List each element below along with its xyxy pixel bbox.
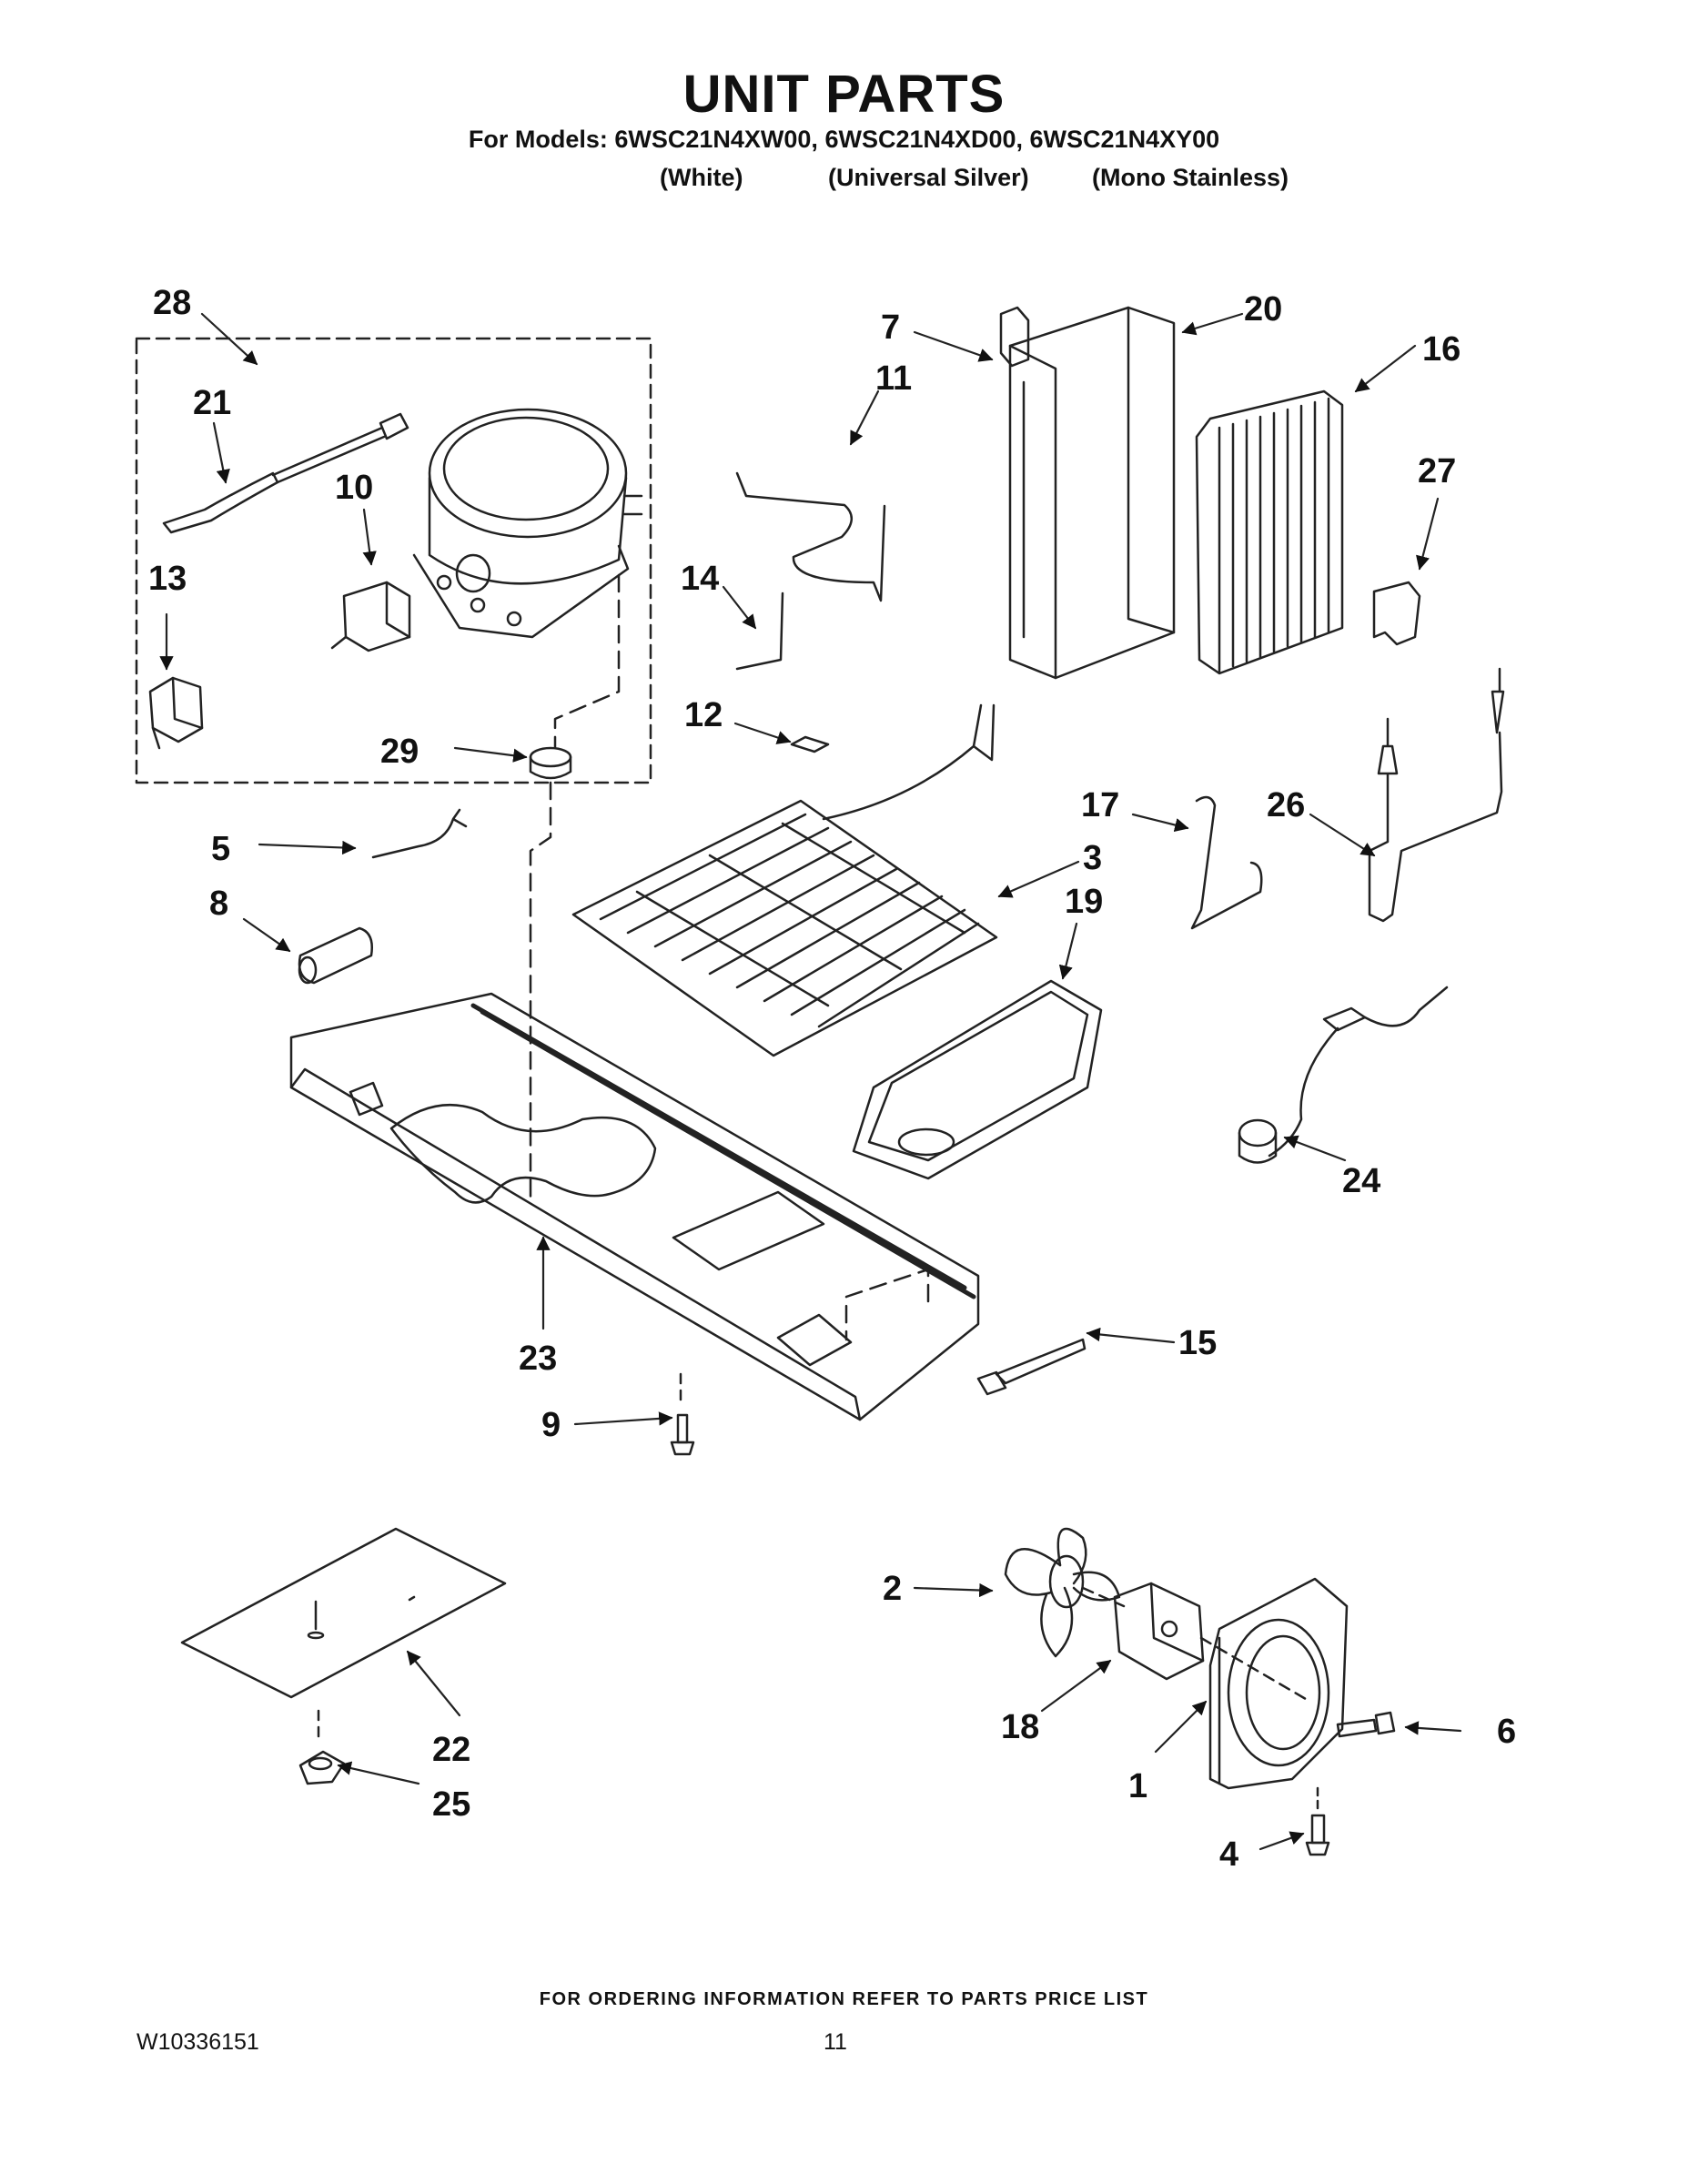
callout-9: 9 (541, 1406, 561, 1444)
callout-21: 21 (193, 384, 231, 422)
callout-28: 28 (153, 284, 191, 322)
shroud-screw (1336, 1711, 1396, 1738)
callout-22: 22 (432, 1731, 470, 1769)
water-line-clip (371, 808, 468, 859)
mounting-screw (1305, 1786, 1330, 1856)
mount-leader-line (529, 573, 621, 1203)
ordering-info-note: FOR ORDERING INFORMATION REFER TO PARTS … (539, 1989, 1149, 2009)
callout-29: 29 (380, 733, 419, 771)
evaporator-cover (1008, 306, 1176, 680)
suction-tube (735, 471, 886, 602)
callout-6: 6 (1497, 1713, 1516, 1751)
drain-hose-fitting (298, 926, 373, 985)
callout-26: 26 (1267, 786, 1305, 824)
evaporator-bracket (1372, 581, 1421, 646)
callout-17: 17 (1081, 786, 1119, 824)
callout-arrows (159, 312, 1462, 1851)
callout-1: 1 (1128, 1767, 1147, 1805)
callout-12: 12 (684, 696, 723, 734)
page-number: 11 (824, 2029, 847, 2055)
water-tube-hook (1190, 795, 1263, 930)
condenser (571, 703, 998, 1057)
callout-18: 18 (1001, 1708, 1039, 1746)
callout-5: 5 (211, 830, 230, 868)
models-line: For Models: 6WSC21N4XW00, 6WSC21N4XD00, … (468, 126, 1220, 153)
callout-14: 14 (681, 560, 719, 598)
variant-mono-stainless: (Mono Stainless) (1092, 164, 1289, 191)
callout-25: 25 (432, 1785, 470, 1824)
compressor (412, 408, 643, 639)
sheet-grommet (298, 1750, 346, 1785)
filter-drier (162, 412, 409, 534)
callout-labels: 28 21 10 13 29 5 8 7 11 14 12 20 16 27 1… (148, 284, 1516, 1874)
callout-4: 4 (1219, 1835, 1238, 1874)
callout-8: 8 (209, 885, 228, 923)
callout-11: 11 (875, 359, 912, 398)
base-plate (289, 992, 980, 1421)
callout-27: 27 (1418, 452, 1456, 490)
clip (790, 735, 830, 753)
relay (330, 581, 411, 652)
power-cord (1238, 986, 1449, 1164)
evaporator (1195, 389, 1344, 675)
callout-19: 19 (1065, 883, 1103, 921)
base-leader-line (844, 1268, 930, 1341)
page-title: UNIT PARTS (682, 65, 1006, 124)
callout-3: 3 (1083, 839, 1102, 877)
callout-24: 24 (1342, 1162, 1380, 1200)
fan-shroud (1208, 1577, 1349, 1790)
drier-tube-assembly (1368, 667, 1505, 923)
callout-20: 20 (1244, 290, 1282, 329)
document-number: W10336151 (136, 2029, 259, 2055)
callout-2: 2 (883, 1570, 902, 1608)
compressor-kit-boundary (135, 337, 652, 784)
variant-white: (White) (660, 164, 743, 191)
process-tube (735, 592, 784, 671)
callout-10: 10 (335, 469, 373, 507)
callout-13: 13 (148, 560, 187, 598)
insulation-sheet (180, 1527, 507, 1699)
fan-blade (1004, 1527, 1121, 1658)
model-variants: (White) (Universal Silver) (Mono Stainless… (660, 164, 1297, 192)
variant-universal-silver: (Universal Silver) (828, 164, 1029, 191)
callout-16: 16 (1422, 330, 1461, 369)
mounting-bracket (999, 306, 1030, 368)
callout-7: 7 (881, 308, 900, 347)
screw (670, 1372, 695, 1456)
fan-motor (1113, 1582, 1205, 1681)
callout-15: 15 (1178, 1324, 1217, 1362)
grommet (529, 746, 572, 780)
drain-pan (852, 979, 1103, 1180)
cable-tie (976, 1338, 1087, 1396)
callout-23: 23 (519, 1340, 557, 1378)
overload-protector (148, 676, 204, 750)
